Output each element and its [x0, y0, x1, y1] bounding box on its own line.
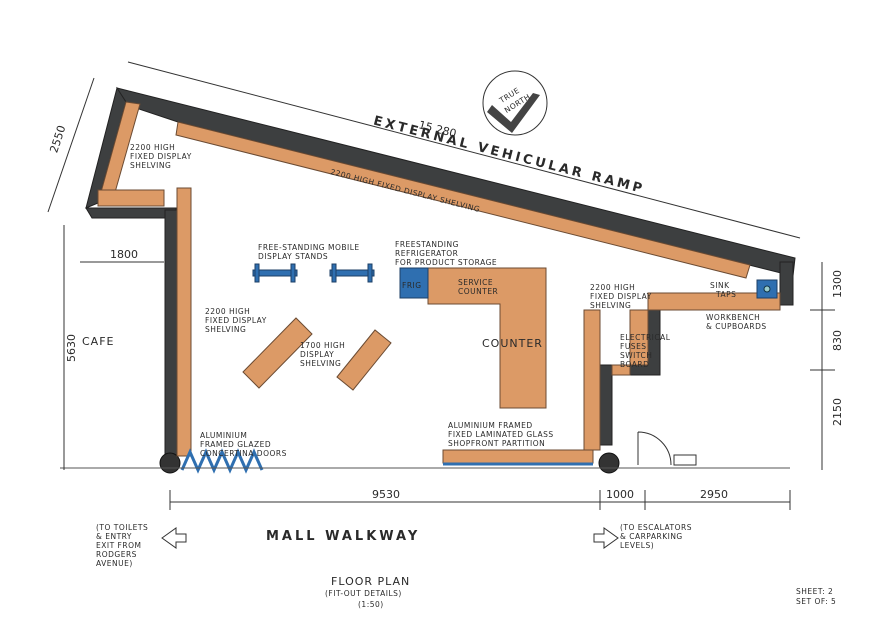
left-arrow-icon [161, 527, 187, 549]
electrical-note-4: BOARD [620, 360, 649, 369]
cafe-label: CAFE [82, 335, 114, 348]
island-note-1: 1700 HIGH [300, 341, 345, 350]
ramp-shelving [175, 121, 751, 279]
modules-note-2: DISPLAY STANDS [258, 252, 328, 261]
shopfront-base [442, 449, 594, 464]
fridge-note-2: REFRIGERATOR [395, 249, 458, 258]
toilets-note-5: AVENUE) [96, 559, 133, 568]
modules-note-1: FREE-STANDING MOBILE [258, 243, 360, 252]
electrical-note-2: FUSES [620, 342, 647, 351]
notes: 2200 HIGH FIXED DISPLAY SHELVING 2200 HI… [96, 143, 767, 568]
dim-door-width: 1000 [606, 488, 634, 501]
folding-door-note-3: CONCERTINA DOORS [200, 449, 287, 458]
service-note-2: COUNTER [458, 287, 498, 296]
shopfront-note-2: FIXED LAMINATED GLASS [448, 430, 554, 439]
service-note-1: SERVICE [458, 278, 493, 287]
escalators-note-1: (TO ESCALATORS [620, 523, 692, 532]
shopfront-note-1: ALUMINIUM FRAMED [448, 421, 533, 430]
island-shelving-right [336, 329, 392, 391]
service-counter [427, 267, 547, 409]
electrical-note-1: ELECTRICAL [620, 333, 671, 342]
toilets-note-2: & ENTRY [96, 532, 132, 541]
west-shelving-note-2: FIXED DISPLAY [205, 316, 267, 325]
island-note-3: SHELVING [300, 359, 341, 368]
workbench-note-1: WORKBENCH [706, 313, 760, 322]
plan-scale: (1:50) [358, 600, 384, 609]
folding-door-note-2: FRAMED GLAZED [200, 440, 271, 449]
right-arrow-icon [593, 527, 619, 549]
concertina-doors [180, 448, 264, 474]
east-shelving-note-3: SHELVING [590, 301, 631, 310]
sink-note-1: SINK [710, 281, 730, 290]
plan-subtitle: (FIT-OUT DETAILS) [325, 589, 402, 598]
east-shelving-note-1: 2200 HIGH [590, 283, 635, 292]
electrical-note-3: SWITCH [620, 351, 652, 360]
column-east [598, 452, 620, 474]
island-note-2: DISPLAY [300, 350, 334, 359]
title-block: FLOOR PLAN (FIT-OUT DETAILS) (1:50) SHEE… [325, 575, 836, 609]
dim-cafe-offset: 1800 [110, 248, 138, 261]
dim-east-low: 2150 [831, 398, 844, 426]
nw-shelving-note-3: SHELVING [130, 161, 171, 170]
nw-shelving-note-2: FIXED DISPLAY [130, 152, 192, 161]
nw-shelving-return [97, 189, 165, 207]
shopfront-note-3: SHOPFRONT PARTITION [448, 439, 545, 448]
toilets-note-3: EXIT FROM [96, 541, 141, 550]
fridge-note-3: FOR PRODUCT STORAGE [395, 258, 497, 267]
east-shelving [583, 309, 601, 451]
sink-note-2: TAPS [715, 290, 736, 299]
mobile-display-stand-1 [252, 263, 298, 283]
dim-west-height: 5630 [65, 334, 78, 362]
fridge [399, 267, 429, 299]
folding-door-note-1: ALUMINIUM [200, 431, 247, 440]
dim-east-mid: 830 [831, 330, 844, 351]
north-arrow: TRUE NORTH [482, 70, 548, 136]
workbench-note-2: & CUPBOARDS [706, 322, 767, 331]
frig-label: FRIG [402, 281, 422, 290]
door-leaf [673, 454, 697, 466]
counter-label: COUNTER [482, 337, 543, 350]
escalators-note-2: & CARPARKING [620, 532, 683, 541]
dim-nw-end: 2550 [47, 124, 68, 155]
nw-shelving-note-1: 2200 HIGH [130, 143, 175, 152]
sheet-set: SET OF: 5 [796, 597, 836, 606]
workbench [611, 292, 781, 376]
mobile-display-stand-2 [329, 263, 375, 283]
dim-mall-frontage: 9530 [372, 488, 400, 501]
door-swing [637, 431, 672, 466]
west-shelving-note-1: 2200 HIGH [205, 307, 250, 316]
fridge-note-1: FREESTANDING [395, 240, 459, 249]
plan-title: FLOOR PLAN [331, 575, 410, 588]
west-shelving-note-3: SHELVING [205, 325, 246, 334]
west-wall [164, 209, 178, 466]
toilets-note-4: RODGERS [96, 550, 137, 559]
west-shelving [176, 187, 192, 457]
island-shelving-left [242, 317, 313, 389]
fit-out [60, 101, 790, 474]
dim-east-top: 1300 [831, 270, 844, 298]
east-shelving-note-2: FIXED DISPLAY [590, 292, 652, 301]
west-wall-upper [85, 207, 177, 219]
mall-walkway-label: MALL WALKWAY [266, 529, 420, 544]
toilets-note-1: (TO TOILETS [96, 523, 148, 532]
escalators-note-3: LEVELS) [620, 541, 654, 550]
sheet-number: SHEET: 2 [796, 587, 833, 596]
dim-east-front: 2950 [700, 488, 728, 501]
dimension-lines [47, 61, 835, 510]
sink-bowl [763, 285, 771, 293]
